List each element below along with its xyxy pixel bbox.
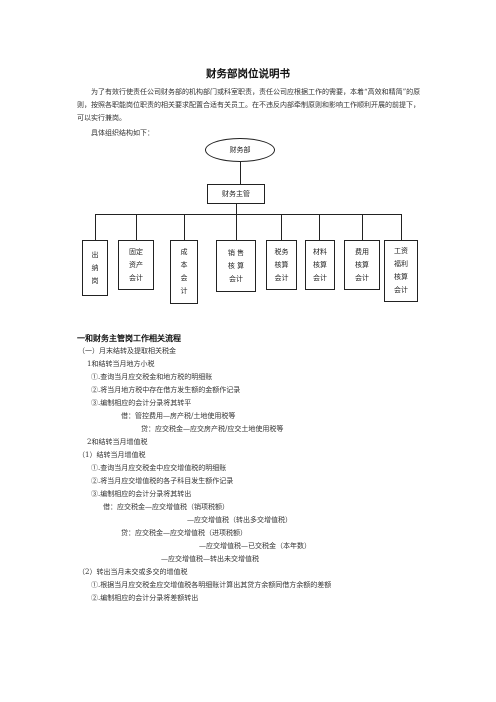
org-root-node: 财务部 [205, 138, 275, 162]
text-line: —应交增值税—已交税金（本年数） [199, 542, 311, 550]
structure-label: 具体组织结构如下： [91, 129, 154, 137]
org-position-sales: 销 售 核 算 会计 [216, 240, 256, 292]
text-line: 2和结转当月增值税 [87, 438, 148, 446]
org-position-cashier: 出 纳 岗 [82, 240, 108, 296]
connector-pos-1 [136, 214, 137, 240]
connector-manager-bus [236, 204, 237, 215]
org-position-materials: 材料 核算 会计 [305, 240, 335, 290]
text-line: 贷：应交税金—应交增值税（进项税额） [121, 529, 247, 537]
text-line: —应交增值税—转出未交增值税 [161, 555, 259, 563]
org-position-payroll: 工资 福利 核算 会计 [384, 240, 418, 302]
text-line: 借：应交税金—应交增值税（销项税额） [103, 503, 229, 511]
text-line: ③.编制相应的会计分录将其转平 [91, 399, 192, 407]
text-line: 借：管控费用—房产税/土地使用税等 [121, 412, 236, 420]
connector-pos-5 [319, 214, 320, 240]
text-line: ③.编制相应的会计分录将其转出 [91, 490, 192, 498]
text-line: ①.查询当月应交税金和地方税的明细账 [91, 373, 213, 381]
section-heading: 一和财务主管岗工作相关流程 [77, 333, 181, 343]
connector-pos-6 [362, 214, 363, 240]
text-line: （1）结转当月增值税 [78, 451, 146, 459]
text-line: 贷：应交税金—应交房产税/应交土地使用税等 [141, 425, 284, 433]
connector-pos-0 [95, 214, 96, 240]
org-horizontal-bus [95, 214, 401, 215]
org-position-tax: 税务 核算 会计 [266, 240, 297, 290]
connector-pos-7 [401, 214, 402, 240]
document-title: 财务部岗位说明书 [206, 68, 290, 80]
text-line: ②.将当月地方税中存在借方发生额的金额作记录 [91, 386, 241, 394]
text-line: ①.根据当月应交税金应交增值税各明细账计算出其贷方余额同借方余额的差额 [91, 581, 332, 589]
intro-paragraph: 为了有效行使责任公司财务部的机构部门或科室职责，责任公司应根据工作的需要，本着“… [77, 88, 421, 122]
org-position-expenses: 费用 核算 会计 [344, 240, 380, 290]
text-line: （2）转出当月未交或多交的增值税 [78, 568, 188, 576]
text-line: ②.将当月应交增值税的各子科目发生额作记录 [91, 477, 234, 485]
text-line: 1和结转当月地方小税 [87, 360, 155, 368]
text-line: ①.查询当月应交税金中应交增值税的明细账 [91, 464, 227, 472]
connector-pos-2 [184, 214, 185, 240]
text-line: （一）月末结转及提取相关税金 [78, 347, 176, 355]
text-line: ②.编制相应的会计分录将差额转出 [91, 594, 199, 602]
connector-pos-3 [236, 214, 237, 240]
org-manager-node: 财务主管 [207, 184, 265, 204]
org-position-cost: 成 本 会 计 [170, 240, 198, 304]
org-position-fixed-assets: 固定 资产 会计 [118, 240, 154, 290]
connector-root-manager [240, 162, 241, 184]
text-line: —应交增值税（转出多交增值税） [187, 516, 292, 524]
connector-pos-4 [281, 214, 282, 240]
